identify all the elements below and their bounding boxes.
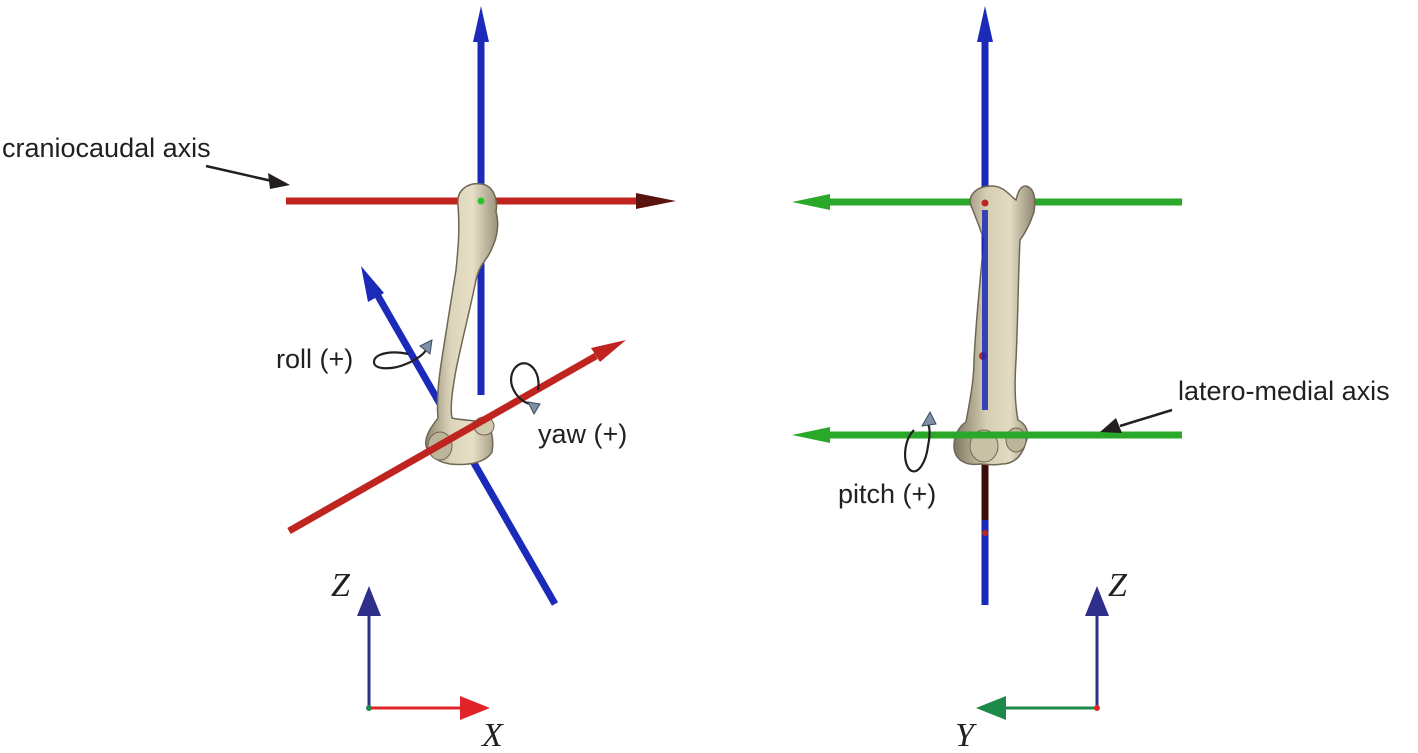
craniocaudal-axis-label: craniocaudal axis bbox=[2, 133, 211, 163]
right-reference-frame: Z Y bbox=[955, 567, 1128, 753]
latero-medial-axis-label: latero-medial axis bbox=[1178, 376, 1390, 406]
latero-medial-green-axis bbox=[792, 427, 1182, 443]
roll-rotation-icon bbox=[372, 339, 433, 370]
left-frame-x-label: X bbox=[480, 717, 504, 753]
yaw-rotation-icon bbox=[510, 362, 541, 416]
right-frame-y-label: Y bbox=[955, 717, 977, 753]
pitch-label: pitch (+) bbox=[838, 479, 936, 509]
left-reference-frame: Z X bbox=[331, 567, 504, 753]
pitch-rotation-icon bbox=[904, 410, 937, 473]
right-frame-z-label: Z bbox=[1108, 567, 1128, 604]
left-frame-z-label: Z bbox=[331, 567, 351, 604]
yaw-label: yaw (+) bbox=[538, 419, 627, 449]
tilted-red-axis bbox=[287, 340, 626, 535]
right-femur-bone bbox=[953, 185, 1036, 466]
roll-label: roll (+) bbox=[276, 344, 353, 374]
craniocaudal-pointer-arrow bbox=[205, 164, 290, 189]
right-view: latero-medial axis pitch (+) Z Y bbox=[792, 6, 1390, 753]
left-femur-bone bbox=[425, 182, 499, 466]
latero-medial-pointer-arrow bbox=[1100, 408, 1173, 433]
left-view: craniocaudal axis roll (+) yaw (+) Z X bbox=[2, 6, 676, 753]
